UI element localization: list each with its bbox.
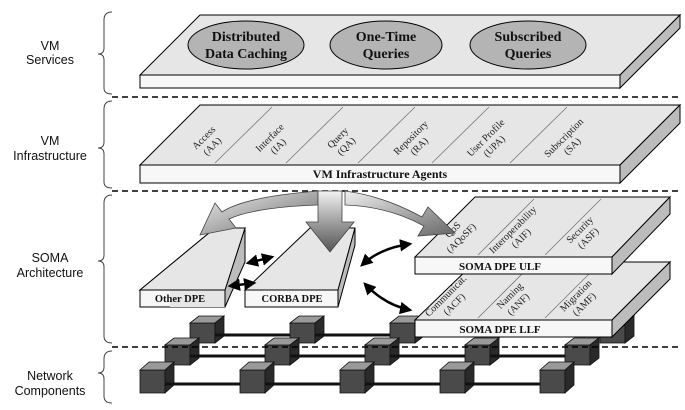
other-dpe-label: Other DPE: [155, 294, 205, 305]
cube: [463, 337, 501, 366]
layer-label-network-components: Network Components: [15, 369, 86, 398]
layer-label-soma-architecture: SOMA Architecture: [17, 251, 84, 280]
service-label: Queries: [363, 47, 410, 62]
double-arrow: [227, 278, 257, 291]
cube: [563, 337, 601, 366]
layer-label-line: Architecture: [17, 266, 84, 280]
service-oval: [329, 20, 443, 70]
service-label: Distributed: [212, 30, 281, 45]
vm-infrastructure-slab: [138, 103, 682, 185]
agent-dividers: [214, 106, 568, 164]
arrow-to-corba-dpe: [305, 190, 355, 253]
arrow-to-soma-ulf: [344, 190, 456, 237]
other-dpe-slab: [138, 227, 247, 308]
service-label: Queries: [505, 47, 552, 62]
flow-arrows: [199, 190, 456, 253]
soma-llf-slab: [413, 260, 672, 339]
cube: [263, 337, 301, 366]
layer-label-vm-infrastructure: VM Infrastructure: [13, 134, 87, 163]
service-one-time-queries: One-Time Queries: [329, 20, 443, 70]
layer-label-line: Services: [26, 53, 74, 67]
double-arrow: [245, 253, 275, 267]
arrow-to-other-dpe: [199, 190, 319, 236]
layer-label-line: VM: [41, 134, 60, 148]
cube: [238, 361, 276, 394]
layer-label-line: Network: [27, 369, 74, 383]
cube: [138, 361, 176, 394]
cube: [363, 337, 401, 366]
layer-label-line: VM: [41, 39, 60, 53]
cube: [163, 337, 201, 366]
ulf-label: SOMA DPE ULF: [459, 261, 541, 273]
layer-label-line: SOMA: [32, 251, 69, 265]
service-label: One-Time: [356, 30, 416, 45]
soma-ulf-slab: [413, 195, 672, 276]
layer-label-vm-services: VM Services: [26, 39, 74, 67]
service-distributed-data-caching: Distributed Data Caching: [187, 20, 305, 70]
cube: [338, 361, 376, 394]
service-oval: [187, 20, 305, 70]
layer-separators: [112, 96, 680, 348]
corba-dpe-label: CORBA DPE: [262, 294, 323, 305]
service-oval: [469, 20, 587, 70]
service-subscribed-queries: Subscribed Queries: [469, 20, 587, 70]
layer-braces: [97, 11, 113, 404]
agents-bar-label: VM Infrastructure Agents: [313, 167, 448, 181]
layer-label-line: Components: [15, 384, 86, 398]
service-label: Subscribed: [495, 30, 562, 45]
cube: [438, 361, 476, 394]
llf-label: SOMA DPE LLF: [459, 324, 541, 336]
layer-label-line: Infrastructure: [13, 149, 87, 163]
double-arrow: [363, 282, 413, 315]
interaction-arrows: [227, 239, 413, 315]
service-label: Data Caching: [205, 47, 287, 62]
cube: [538, 361, 576, 394]
double-arrow: [360, 239, 413, 267]
